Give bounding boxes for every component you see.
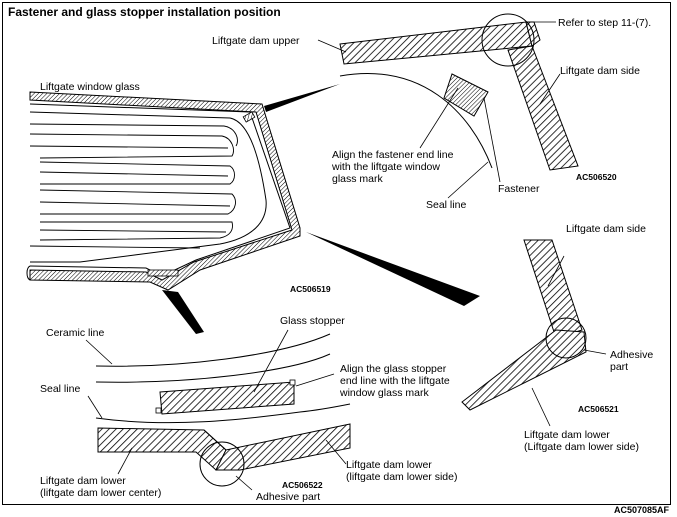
- label-align-fastener-2: with the liftgate window: [331, 161, 440, 173]
- ceramic-line: [95, 333, 331, 367]
- code-ac506520: AC506520: [576, 172, 617, 182]
- label-align-stopper-2: end line with the liftgate: [340, 375, 450, 387]
- label-refer-step: Refer to step 11-(7).: [558, 17, 651, 29]
- fastener: [443, 73, 489, 117]
- dam-lower-center-band: [97, 427, 227, 471]
- liftgate-dam-side-band: [507, 45, 579, 171]
- label-dam-lower-center-2: (liftgate dam lower center): [40, 487, 161, 499]
- code-ac506519: AC506519: [290, 284, 331, 294]
- code-ac506522: AC506522: [282, 480, 323, 490]
- fastener-mark-small: [242, 111, 256, 123]
- refer-circle: [481, 13, 535, 67]
- callout-wedge-top: [264, 84, 340, 112]
- callout-wedge-right: [306, 232, 480, 306]
- label-seal-line-top: Seal line: [426, 199, 466, 211]
- upper-corner-detail: [317, 13, 579, 199]
- figure-frame: [2, 2, 671, 505]
- label-align-fastener-1: Align the fastener end line: [332, 149, 454, 161]
- code-ac506521: AC506521: [578, 404, 619, 414]
- label-align-fastener-3: glass mark: [332, 173, 384, 185]
- liftgate-dam-side-right-band: [523, 239, 583, 339]
- label-liftgate-window-glass: Liftgate window glass: [40, 81, 140, 93]
- defroster-lines: [29, 123, 238, 249]
- label-liftgate-dam-upper: Liftgate dam upper: [212, 35, 300, 47]
- label-dam-lower-side-2: (Liftgate dam lower side): [524, 441, 639, 453]
- liftgate-window-glass-view: [26, 91, 301, 291]
- label-dam-lower-side-1: Liftgate dam lower: [524, 429, 610, 441]
- liftgate-dam-upper-band: [339, 21, 533, 65]
- lower-corner-detail: [461, 239, 607, 427]
- label-glass-stopper: Glass stopper: [280, 315, 345, 327]
- label-align-stopper-1: Align the glass stopper: [340, 363, 447, 375]
- liftgate-dam-lower-right-band: [461, 329, 587, 411]
- label-dam-lower-side-b-1: Liftgate dam lower: [346, 459, 432, 471]
- figure-code: AC507085AF: [613, 505, 669, 515]
- label-adhesive-part-right-1: Adhesive: [610, 349, 653, 361]
- lower-center-detail: [85, 329, 351, 491]
- seal-line-top: [339, 73, 493, 169]
- label-adhesive-part-right-2: part: [610, 361, 628, 373]
- seal-line-bottom: [95, 403, 351, 424]
- window-dam-band: [29, 91, 301, 291]
- label-dam-lower-center-1: Liftgate dam lower: [40, 475, 126, 487]
- label-ceramic-line: Ceramic line: [46, 327, 105, 339]
- callout-wedge-bottom: [162, 290, 204, 334]
- label-fastener: Fastener: [498, 183, 540, 195]
- label-dam-lower-side-b-2: (liftgate dam lower side): [346, 471, 457, 483]
- label-adhesive-part-bottom: Adhesive part: [256, 491, 320, 503]
- adhesive-circle-right: [545, 317, 587, 359]
- adhesive-circle-bottom: [199, 441, 245, 487]
- figure-title: Fastener and glass stopper installation …: [8, 5, 281, 19]
- label-align-stopper-3: window glass mark: [339, 387, 429, 399]
- label-liftgate-dam-side-right: Liftgate dam side: [566, 223, 646, 235]
- label-liftgate-dam-side-top: Liftgate dam side: [560, 65, 640, 77]
- glass-stopper: [159, 381, 295, 415]
- label-seal-line-bottom: Seal line: [40, 383, 80, 395]
- glass-stopper-mark-small: [147, 269, 179, 277]
- dam-lower-side-band: [203, 423, 351, 471]
